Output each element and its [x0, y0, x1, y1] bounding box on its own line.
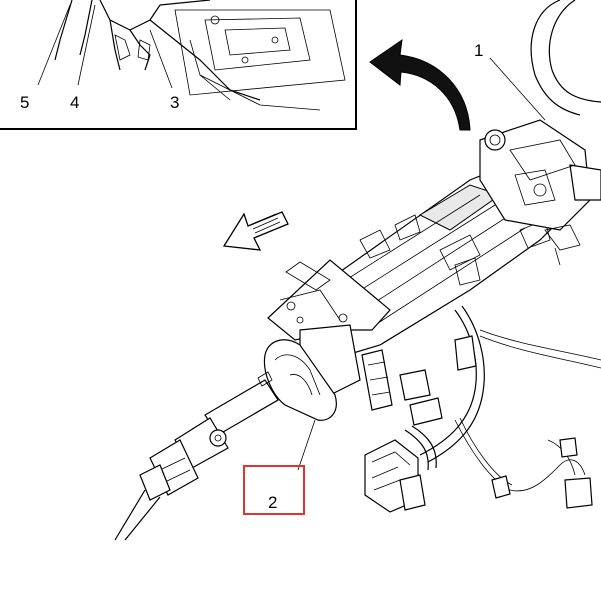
wiring-harness [364, 305, 601, 513]
callout-3: 3 [170, 93, 179, 112]
steering-wheel-outline [530, 0, 601, 116]
steering-column-assembly [114, 119, 601, 541]
callout-5: 5 [20, 93, 29, 112]
callout-4: 4 [70, 93, 79, 112]
view-direction-arrow [369, 38, 471, 131]
callout-2-highlight-box [243, 465, 305, 515]
part-2-sensor [263, 339, 337, 421]
callout-2: 2 [268, 493, 277, 512]
callout-1: 1 [474, 41, 483, 60]
inset-detail-view: 5 4 3 [0, 0, 357, 130]
forward-direction-arrow [222, 211, 289, 251]
main-callouts: 1 2 [243, 41, 546, 515]
